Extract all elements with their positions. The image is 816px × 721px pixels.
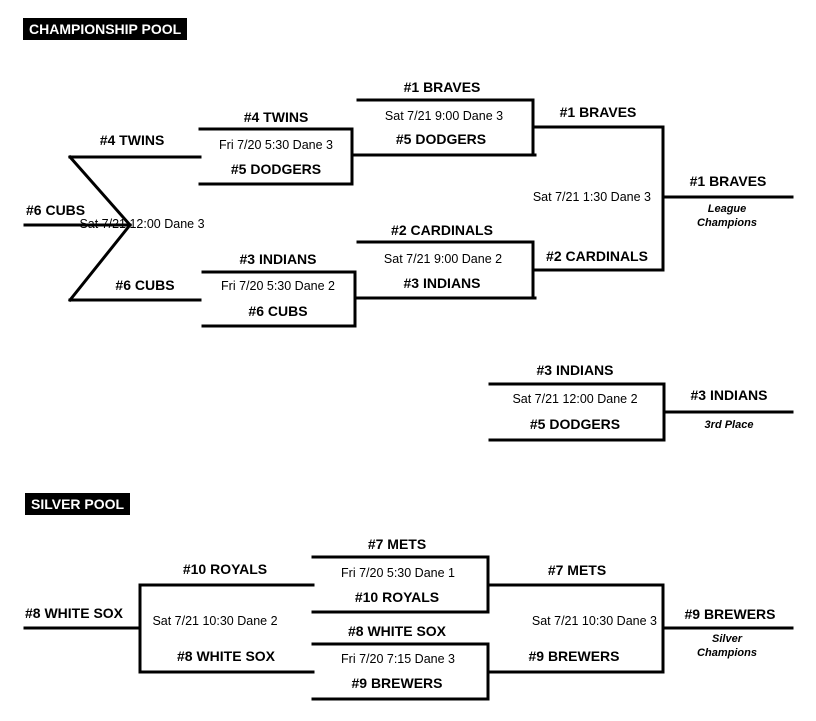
team-final-bottom: #2 CARDINALS <box>546 248 648 264</box>
silver-pool-header: SILVER POOL <box>25 493 131 515</box>
bracket-line-fork-upper <box>67 154 133 228</box>
team-silver-g1-bottom: #10 ROYALS <box>354 589 440 605</box>
game-round1: Sat 7/21 12:00 Dane 3 <box>79 217 205 231</box>
team-silver-semi-right-top: #7 METS <box>547 562 607 578</box>
team-third-top: #3 INDIANS <box>536 362 614 378</box>
team-r1-lower: #6 CUBS <box>115 277 175 293</box>
team-qf1-top: #4 TWINS <box>243 109 309 125</box>
game-sf1: Sat 7/21 9:00 Dane 3 <box>384 109 504 123</box>
game-sf2: Sat 7/21 9:00 Dane 2 <box>383 252 503 266</box>
game-qf1: Fri 7/20 5:30 Dane 3 <box>219 138 333 152</box>
team-sf2-bottom: #3 INDIANS <box>403 275 481 291</box>
game-silver-semi-left: Sat 7/21 10:30 Dane 2 <box>152 614 278 628</box>
bracket-box-sf1 <box>356 98 535 157</box>
team-qf2-bottom: #6 CUBS <box>248 303 308 319</box>
silver-champion-note: Silver Champions <box>697 633 757 659</box>
team-final-top: #1 BRAVES <box>559 104 637 120</box>
team-silver-g2-bottom: #9 BREWERS <box>351 675 443 691</box>
game-final: Sat 7/21 1:30 Dane 3 <box>532 190 651 204</box>
team-third-winner: #3 INDIANS <box>690 387 768 403</box>
team-seed-left: #6 CUBS <box>26 202 86 218</box>
champion-note: League Champions <box>697 203 757 229</box>
game-silver-g1: Fri 7/20 5:30 Dane 1 <box>341 566 455 580</box>
team-silver-g2-top: #8 WHITE SOX <box>347 623 447 639</box>
game-silver-semi-right: Sat 7/21 10:30 Dane 3 <box>531 614 657 628</box>
team-silver-champion: #9 BREWERS <box>684 606 776 622</box>
team-qf2-top: #3 INDIANS <box>239 251 317 267</box>
team-qf1-bottom: #5 DODGERS <box>230 161 322 177</box>
team-champion: #1 BRAVES <box>689 173 767 189</box>
team-silver-seed: #8 WHITE SOX <box>25 605 124 621</box>
championship-pool-header: CHAMPIONSHIP POOL <box>23 18 188 40</box>
game-third: Sat 7/21 12:00 Dane 2 <box>512 392 638 406</box>
team-silver-semi-left-top: #10 ROYALS <box>182 561 268 577</box>
team-third-bottom: #5 DODGERS <box>529 416 621 432</box>
third-place-note: 3rd Place <box>704 419 754 431</box>
game-silver-g2: Fri 7/20 7:15 Dane 3 <box>341 652 455 666</box>
team-silver-semi-left-bottom: #8 WHITE SOX <box>176 648 276 664</box>
game-qf2: Fri 7/20 5:30 Dane 2 <box>221 279 335 293</box>
bracket-line-fork-lower <box>67 222 133 303</box>
team-sf1-top: #1 BRAVES <box>403 79 481 95</box>
team-silver-g1-top: #7 METS <box>367 536 427 552</box>
bracket-box-silver-semi-left <box>138 583 315 674</box>
team-sf1-bottom: #5 DODGERS <box>395 131 487 147</box>
team-sf2-top: #2 CARDINALS <box>391 222 493 238</box>
bracket-box-sf2 <box>356 240 535 300</box>
team-r1-upper: #4 TWINS <box>99 132 165 148</box>
team-silver-semi-right-bottom: #9 BREWERS <box>528 648 620 664</box>
